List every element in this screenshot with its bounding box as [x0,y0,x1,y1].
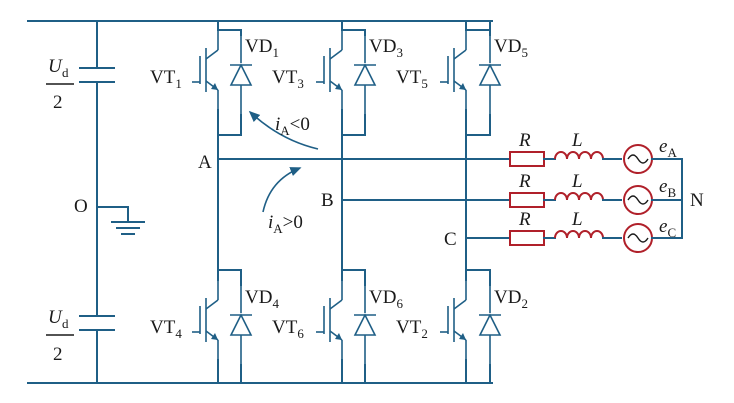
vt3-igbt [315,29,343,111]
vd3-label: VD3 [369,36,403,60]
vt2-igbt [439,279,467,361]
source-a-label: eA [659,136,677,160]
vt1-igbt [191,29,219,111]
vt5-label: VT5 [396,67,428,91]
vd2-label: VD2 [494,287,528,311]
lower-capacitor [79,315,115,331]
vt2-label: VT2 [396,317,428,341]
leg-c-lower [439,269,502,384]
inductor-c-label: L [571,209,583,230]
current-negative-label: iA<0 [275,114,310,138]
lower-voltage-symbol: U [48,307,63,328]
resistor-a-label: R [518,130,531,151]
upper-voltage-subscript: d [62,65,69,80]
lower-capacitor-label: U d 2 [46,307,74,365]
resistor-c [509,230,545,246]
resistor-b-label: R [518,171,531,192]
resistor-c-label: R [518,209,531,230]
vd5-label: VD5 [494,36,528,60]
upper-voltage-denominator: 2 [53,92,63,113]
inductor-a [554,151,604,160]
vt4-igbt [191,279,219,361]
vd6-label: VD6 [369,287,403,311]
vt4-label: VT4 [150,317,182,341]
leg-c-upper [439,20,502,136]
vt3-label: VT3 [272,67,304,91]
lower-voltage-subscript: d [62,316,69,331]
upper-voltage-symbol: U [48,56,63,77]
node-b-label: B [321,190,334,211]
resistor-a [509,151,545,167]
vt6-igbt [315,279,343,361]
vt6-label: VT6 [272,317,304,341]
upper-capacitor [79,67,115,83]
leg-b-upper [315,20,377,136]
load-row-a [509,144,683,174]
midpoint-ground [96,206,145,235]
resistor-b [509,192,545,208]
node-n-label: N [690,190,704,211]
source-b-label: eB [659,176,676,200]
node-a-label: A [198,152,212,173]
source-c-label: eC [659,216,676,240]
load-row-c [509,223,683,253]
node-c-label: C [444,229,457,250]
current-positive-arrow [262,167,302,213]
inductor-a-label: L [571,130,583,151]
upper-capacitor-label: U d 2 [46,56,74,113]
current-positive-label: iA>0 [268,212,303,236]
inductor-b-label: L [571,171,583,192]
leg-a-upper [191,20,253,136]
inductor-c [554,230,604,239]
lower-voltage-denominator: 2 [53,344,63,365]
vt1-label: VT1 [150,67,182,91]
vd4-label: VD4 [245,287,279,311]
inductor-b [554,192,604,201]
vt5-igbt [439,29,467,111]
leg-a-lower [191,269,253,384]
vd1-label: VD1 [245,36,279,60]
load-row-b [509,185,683,215]
current-negative-arrow [248,110,319,150]
midpoint-label: O [74,196,88,217]
leg-b-lower [315,269,377,384]
